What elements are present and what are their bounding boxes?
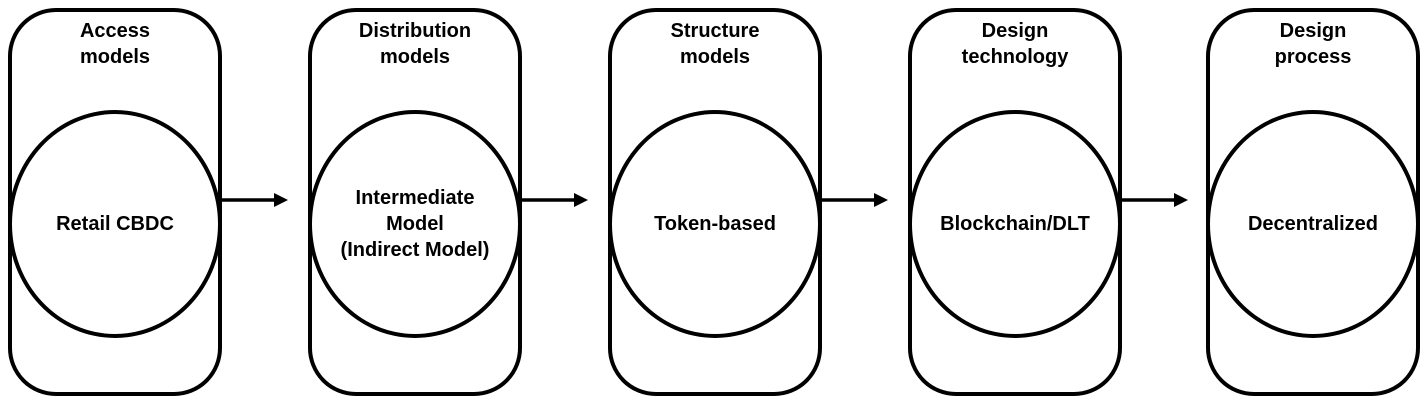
stage-card-access-models: Access models Retail CBDC xyxy=(8,8,222,396)
stage-circle: Retail CBDC xyxy=(8,110,222,338)
stage-label: Token-based xyxy=(654,213,776,235)
stage-circle: Blockchain/DLT xyxy=(908,110,1122,338)
stage-label: Retail CBDC xyxy=(56,213,174,235)
stage-circle: Token-based xyxy=(608,110,822,338)
stage-circle: Decentralized xyxy=(1206,110,1420,338)
stage-title: Design technology xyxy=(961,20,1069,68)
stage-circle: Intermediate Model (Indirect Model) xyxy=(308,110,522,338)
flow-arrow-icon xyxy=(822,193,888,207)
stage-title: Access models xyxy=(79,20,151,68)
stage-card-structure-models: Structure models Token-based xyxy=(608,8,822,396)
flow-arrow-icon xyxy=(522,193,588,207)
stage-label: Intermediate Model (Indirect Model) xyxy=(340,187,490,261)
stage-title: Distribution models xyxy=(358,20,472,68)
flow-arrow-icon xyxy=(1122,193,1188,207)
stage-label: Decentralized xyxy=(1247,213,1379,235)
stage-card-distribution-models: Distribution models Intermediate Model (… xyxy=(308,8,522,396)
stage-card-design-technology: Design technology Blockchain/DLT xyxy=(908,8,1122,396)
stage-title: Structure models xyxy=(670,20,760,68)
flow-arrow-icon xyxy=(222,193,288,207)
stage-label: Blockchain/DLT xyxy=(940,213,1090,235)
stage-card-design-process: Design process Decentralized xyxy=(1206,8,1420,396)
stage-title: Design process xyxy=(1274,20,1352,68)
